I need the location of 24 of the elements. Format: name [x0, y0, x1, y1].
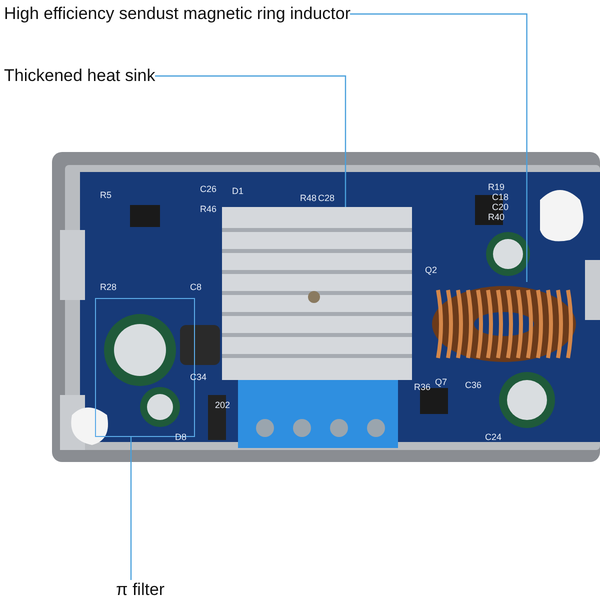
silkscreen-label: C20 [492, 202, 509, 212]
silkscreen-label: C26 [200, 184, 217, 194]
silkscreen-label: D1 [232, 186, 244, 196]
silkscreen-label: R19 [488, 182, 505, 192]
callout-text: High efficiency sendust magnetic ring inductor [4, 4, 350, 24]
silkscreen-label: Q7 [435, 377, 448, 387]
silkscreen-label: C34 [190, 372, 207, 382]
silkscreen-label: 202 [215, 400, 230, 410]
silkscreen-label: R40 [488, 212, 505, 222]
silkscreen-label: Q2 [425, 265, 438, 275]
silkscreen-label: R36 [414, 382, 431, 392]
leader-line [350, 13, 528, 282]
leader-line [155, 75, 346, 207]
silkscreen-label: R5 [100, 190, 112, 200]
silkscreen-label: R46 [200, 204, 217, 214]
silkscreen-label: R48 [300, 193, 317, 203]
silkscreen-label: C8 [190, 282, 202, 292]
silkscreen-label: D8 [175, 432, 187, 442]
silkscreen-label: C18 [492, 192, 509, 202]
silkscreen-label: C24 [485, 432, 502, 442]
silkscreen-label: R28 [100, 282, 117, 292]
leader-line [130, 437, 132, 580]
silkscreen-label: C28 [318, 193, 335, 203]
silkscreen-label: C36 [465, 380, 482, 390]
